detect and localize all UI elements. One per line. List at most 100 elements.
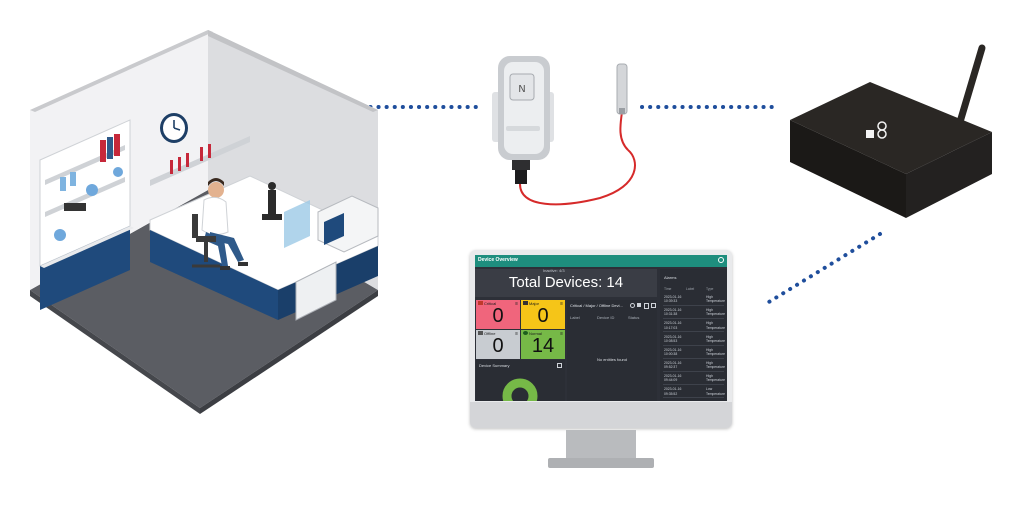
offline-icon xyxy=(478,331,483,335)
dashboard-title: Device Overview xyxy=(478,257,518,263)
monitor-foot xyxy=(548,458,654,468)
alarm-separator xyxy=(663,397,724,399)
alarms-header-type[interactable]: Type xyxy=(706,287,714,291)
tile-major-value: 0 xyxy=(537,305,549,327)
dashboard-screen: Device Overview Inactive: 4/3 Total Devi… xyxy=(475,255,727,401)
settings-icon[interactable] xyxy=(718,257,724,263)
svg-text:N: N xyxy=(518,84,525,95)
alarm-date: 2023-01-16 xyxy=(664,321,682,326)
total-devices-card: Inactive: 4/3 Total Devices: 14 xyxy=(475,268,657,297)
alarms-header-time[interactable]: Time xyxy=(664,287,672,291)
alarm-type-level: High xyxy=(706,361,713,365)
menu-icon[interactable]: ≡ xyxy=(560,331,563,337)
check-icon xyxy=(523,331,528,335)
tile-critical-value: 0 xyxy=(492,305,504,327)
tile-normal-value: 14 xyxy=(531,335,555,357)
column-label[interactable]: Label xyxy=(570,315,580,320)
alarm-time: 09:35:52 xyxy=(664,391,678,396)
tile-normal-label: Normal xyxy=(529,331,542,336)
alarm-type-level: High xyxy=(706,308,713,313)
alarm-type-level: High xyxy=(706,347,713,352)
alarm-separator xyxy=(663,357,724,359)
alarm-type-level: High xyxy=(706,321,713,326)
alarm-type-kind: Temperature xyxy=(706,365,726,370)
alarm-date: 2023-01-16 xyxy=(664,387,682,392)
alarms-header-label[interactable]: Label xyxy=(686,287,695,291)
alarm-type-kind: Temperature xyxy=(706,312,726,317)
alarm-separator xyxy=(663,318,724,320)
alarm-time: 10:00:38 xyxy=(664,352,678,356)
alarm-time: 09:44:09 xyxy=(664,378,678,383)
alarms-title: Alarms xyxy=(664,275,677,280)
alarm-separator xyxy=(663,344,724,346)
alarm-time: 09:52:37 xyxy=(664,365,678,370)
alarm-date: 2023-01-16 xyxy=(664,308,682,313)
expand-icon[interactable] xyxy=(557,363,562,368)
tile-offline-value: 0 xyxy=(492,335,504,357)
monitor-bezel: Device Overview Inactive: 4/3 Total Devi… xyxy=(470,250,732,428)
menu-icon[interactable]: ≡ xyxy=(560,301,563,307)
alarm-separator xyxy=(663,384,724,386)
monitor-chin xyxy=(470,402,732,428)
alarm-time: 10:31:38 xyxy=(664,312,678,317)
column-status[interactable]: Status xyxy=(628,315,640,320)
alarm-type-level: High xyxy=(706,334,713,339)
filter-title: Critical / Major / Offline Devi... xyxy=(570,303,623,308)
warning-icon xyxy=(478,301,483,305)
monitor: Device Overview Inactive: 4/3 Total Devi… xyxy=(470,250,732,430)
clock-icon xyxy=(160,113,188,143)
fullscreen-icon[interactable] xyxy=(651,303,656,308)
alarm-type-level: Low xyxy=(706,387,713,392)
tile-major-label: Major xyxy=(529,301,540,306)
alarm-type-kind: Temperature xyxy=(706,352,726,356)
alarm-type-level: High xyxy=(706,295,713,299)
alarm-type-kind: Temperature xyxy=(706,378,726,383)
tile-normal[interactable]: Normal ≡ 14 xyxy=(521,330,565,359)
inactive-label: Inactive: 4/3 xyxy=(543,268,565,273)
connector-gateway-monitor xyxy=(762,232,882,307)
device-summary-panel: Device Summary xyxy=(476,360,565,401)
alarm-type-kind: Temperature xyxy=(706,338,726,343)
alarm-type-kind: Temperature xyxy=(706,299,726,304)
alarm-date: 2023-01-16 xyxy=(664,361,682,365)
search-icon[interactable] xyxy=(630,303,635,308)
tile-critical[interactable]: Critical ≡ 0 xyxy=(476,300,520,329)
alarm-separator xyxy=(663,371,724,372)
warning-icon xyxy=(523,301,528,305)
menu-icon[interactable]: ≡ xyxy=(515,331,518,337)
tile-offline[interactable]: Offline ≡ 0 xyxy=(476,330,520,359)
device-table-panel: Critical / Major / Offline Devi... Label… xyxy=(567,300,657,401)
tile-major[interactable]: Major ≡ 0 xyxy=(521,300,565,329)
alarm-date: 2023-01-16 xyxy=(664,374,682,379)
alarm-date: 2023-01-16 xyxy=(664,295,682,299)
alarm-type-kind: Temperature xyxy=(706,325,726,330)
column-device-id[interactable]: Device ID xyxy=(597,315,615,320)
alarm-time: 10:39:33 xyxy=(664,299,678,304)
total-devices-text: Total Devices: 14 xyxy=(508,274,624,291)
filter-icon[interactable] xyxy=(637,303,641,307)
summary-title: Device Summary xyxy=(479,363,510,368)
dashboard-appbar: Device Overview xyxy=(475,255,727,267)
alarm-separator xyxy=(663,305,724,306)
alarm-separator xyxy=(663,331,724,333)
menu-icon[interactable]: ≡ xyxy=(515,301,518,307)
export-icon[interactable] xyxy=(644,303,649,309)
